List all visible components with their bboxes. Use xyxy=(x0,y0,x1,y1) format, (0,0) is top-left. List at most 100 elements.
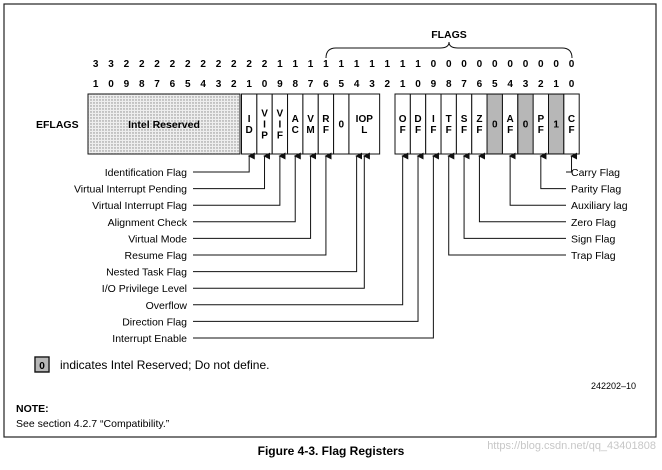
bit-tens-digit: 1 xyxy=(308,59,314,70)
bit-tens-digit: 0 xyxy=(553,59,559,70)
left-flag-label: Direction Flag xyxy=(122,316,187,328)
legend-symbol: 0 xyxy=(39,361,45,372)
bit-tens-digit: 0 xyxy=(461,59,467,70)
flag-cell-label: F xyxy=(507,125,513,136)
left-flag-label: I/O Privilege Level xyxy=(102,283,187,295)
flag-cell-label: L xyxy=(361,125,367,136)
bit-tens-digit: 2 xyxy=(170,59,176,70)
leader-line xyxy=(193,152,409,306)
left-flag-label: Nested Task Flag xyxy=(106,267,187,279)
bit-tens-digit: 2 xyxy=(262,59,268,70)
leader-line xyxy=(193,152,424,322)
flag-cell-label: V xyxy=(307,114,314,125)
right-flag-label: Auxiliary lag xyxy=(571,200,628,212)
flag-cell-label: F xyxy=(430,125,436,136)
bit-ones-digit: 2 xyxy=(231,79,237,90)
bit-tens-digit: 1 xyxy=(415,59,421,70)
note-heading: NOTE: xyxy=(16,403,49,415)
flag-cell-label: F xyxy=(277,131,283,142)
leader-line xyxy=(462,152,566,239)
reserved-block xyxy=(87,93,241,155)
flag-cell-label: I xyxy=(432,114,435,125)
left-flag-label: Virtual Interrupt Flag xyxy=(92,200,187,212)
left-flag-label: Alignment Check xyxy=(108,217,188,229)
bit-ones-digit: 1 xyxy=(246,79,252,90)
bit-tens-digit: 1 xyxy=(338,59,344,70)
leader-line xyxy=(447,152,566,256)
bit-tens-digit: 1 xyxy=(385,59,391,70)
flag-cell-label: 0 xyxy=(492,120,498,131)
flag-cell-label: P xyxy=(537,114,544,125)
flag-cell-label: S xyxy=(461,114,468,125)
bit-tens-digit: 2 xyxy=(200,59,206,70)
flag-cell-label: 0 xyxy=(338,120,344,131)
bit-tens-digit: 0 xyxy=(492,59,498,70)
bit-ones-digit: 4 xyxy=(354,79,360,90)
bit-tens-digit: 3 xyxy=(108,59,114,70)
left-flag-label: Identification Flag xyxy=(105,167,187,179)
flag-cell-label: D xyxy=(414,114,421,125)
flag-cell-label: C xyxy=(292,125,299,136)
leader-line xyxy=(508,152,566,206)
leader-line xyxy=(193,152,332,256)
flag-cell-label: F xyxy=(538,125,544,136)
figure-caption: Figure 4-3. Flag Registers xyxy=(258,444,405,458)
leader-line xyxy=(193,152,286,206)
bit-ones-digit: 0 xyxy=(108,79,114,90)
bit-tens-digit: 2 xyxy=(139,59,145,70)
watermark: https://blog.csdn.net/qq_43401808 xyxy=(487,440,656,452)
bit-tens-digit: 0 xyxy=(446,59,452,70)
flag-cell-label: IOP xyxy=(356,114,374,125)
flag-cell-label: F xyxy=(446,125,452,136)
right-flag-label: Trap Flag xyxy=(571,250,616,262)
bit-tens-digit: 1 xyxy=(400,59,406,70)
bit-ones-digit: 5 xyxy=(338,79,344,90)
right-flag-label: Parity Flag xyxy=(571,184,621,196)
figure-code: 242202–10 xyxy=(591,381,636,391)
flag-cells: IDVIPVIFACVMRF0NTIOPLOFDFIFTFSFZF0AF0PF1… xyxy=(241,93,580,155)
leader-line xyxy=(566,152,578,173)
flag-cell-label: F xyxy=(415,125,421,136)
flag-cell-label: V xyxy=(277,109,284,120)
flag-cell-label: T xyxy=(446,114,452,125)
bit-tens-digit: 1 xyxy=(323,59,329,70)
bit-ones-digit: 0 xyxy=(415,79,421,90)
bit-tens-digit: 2 xyxy=(216,59,222,70)
flag-cell-label: F xyxy=(400,125,406,136)
left-flag-label: Resume Flag xyxy=(125,250,188,262)
flag-cell-label: I xyxy=(248,114,251,125)
flag-cell-label: F xyxy=(323,125,329,136)
flag-cell xyxy=(348,93,381,155)
bit-ones-digit: 0 xyxy=(569,79,575,90)
leader-line xyxy=(193,152,370,289)
legend-text: indicates Intel Reserved; Do not define. xyxy=(60,358,269,372)
flags-brace xyxy=(325,41,573,59)
leader-line xyxy=(193,152,271,190)
left-flag-label: Overflow xyxy=(146,300,188,312)
bit-ones-digit: 3 xyxy=(216,79,222,90)
bit-tens-digit: 1 xyxy=(277,59,283,70)
bit-ones-digit: 2 xyxy=(538,79,544,90)
left-flag-label: Virtual Mode xyxy=(128,233,187,245)
right-flag-label: Zero Flag xyxy=(571,217,616,229)
bit-ones-digit: 6 xyxy=(170,79,176,90)
bit-ones-digit: 9 xyxy=(431,79,437,90)
flag-cell-label: F xyxy=(568,125,574,136)
bit-ones-digit: 6 xyxy=(477,79,483,90)
left-flag-label: Virtual Interrupt Pending xyxy=(74,184,187,196)
bit-tens-digit: 3 xyxy=(93,59,99,70)
bit-ones-digit: 9 xyxy=(277,79,283,90)
flag-cell-label: D xyxy=(246,125,253,136)
flag-cell-label: F xyxy=(461,125,467,136)
bit-tens-digit: 0 xyxy=(507,59,513,70)
bit-ones-digit: 5 xyxy=(492,79,498,90)
bit-ones-digit: 7 xyxy=(461,79,467,90)
flag-cell-label: A xyxy=(292,114,299,125)
legend-symbol-box xyxy=(34,356,50,373)
bit-ones-digit: 8 xyxy=(446,79,452,90)
leader-line xyxy=(539,152,566,190)
